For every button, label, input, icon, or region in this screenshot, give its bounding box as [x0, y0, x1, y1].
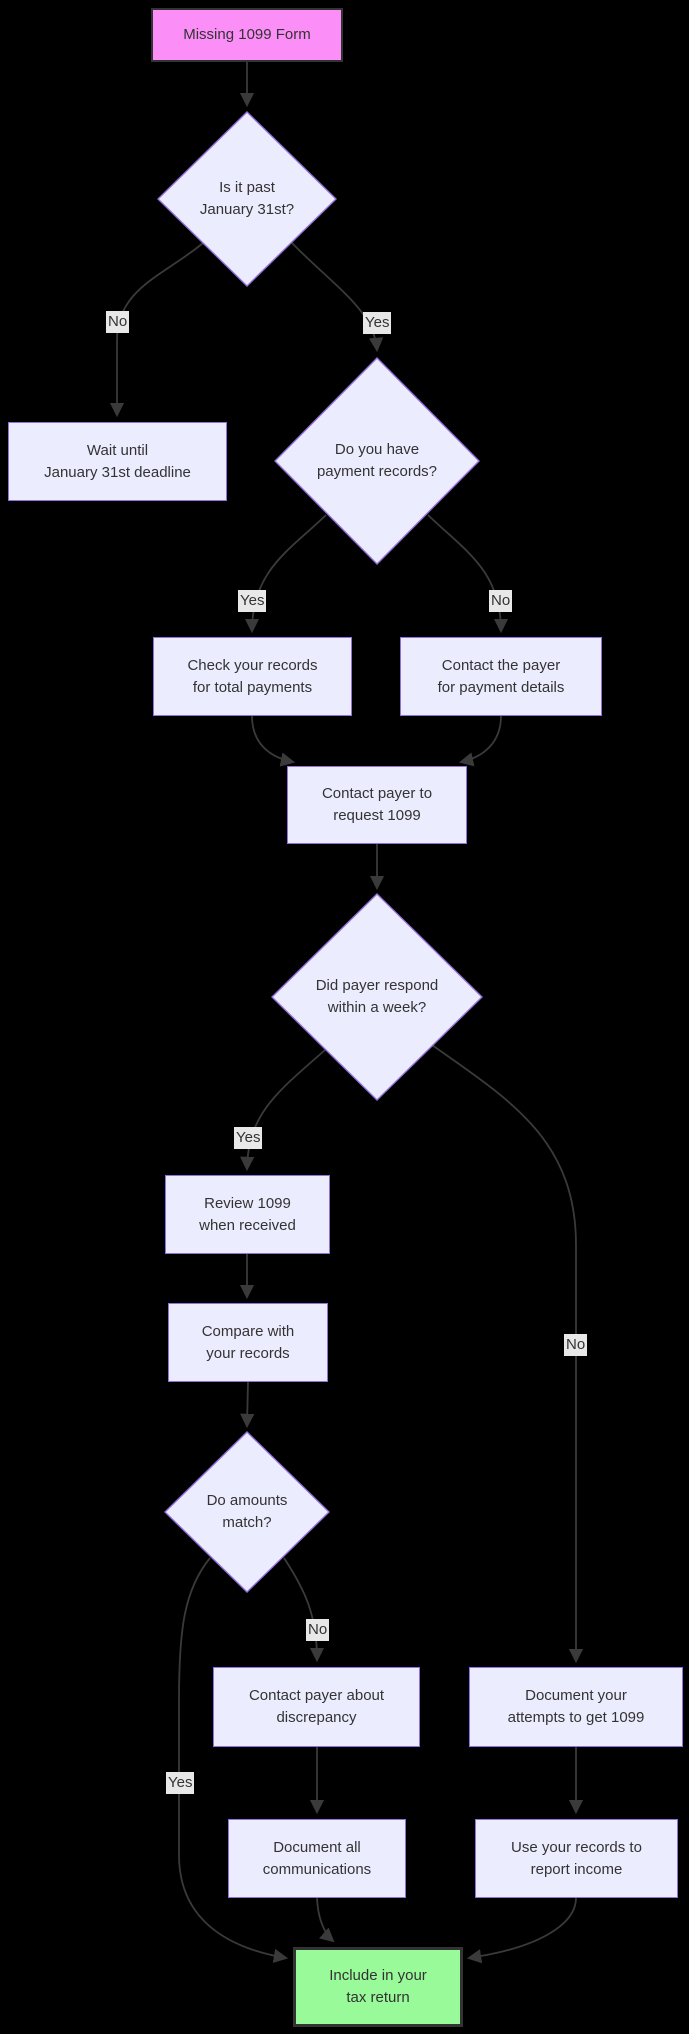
edge-b-to-c [109, 242, 204, 418]
node-wait-until-deadline: Wait until January 31st deadline [8, 422, 227, 501]
decision-label-amounts-match: Do amounts match? [206, 1492, 288, 1531]
edge-label-yes-h-to-i: Yes [234, 1127, 263, 1149]
node-use-records-report-income: Use your records to report income [475, 1819, 678, 1898]
node-document-attempts: Document your attempts to get 1099 [469, 1667, 683, 1747]
edge-b-to-d [291, 242, 384, 353]
node-label: Missing 1099 Form [183, 26, 311, 43]
node-label: Contact payer to request 1099 [321, 785, 433, 824]
edge-d-to-e [244, 514, 327, 634]
edge-o-to-p [466, 1897, 577, 1964]
edge-m-to-p [316, 1897, 335, 1943]
node-compare-with-records: Compare with your records [168, 1303, 328, 1382]
edge-k-to-l [283, 1557, 325, 1663]
edge-e-to-g [251, 715, 296, 767]
node-label: Compare with your records [201, 1322, 295, 1362]
decision-label-payer-respond: Did payer respond within a week? [315, 977, 439, 1016]
node-contact-payer-request-1099: Contact payer to request 1099 [287, 766, 467, 844]
node-label: Wait until January 31st deadline [44, 441, 191, 481]
node-label: Document all communications [262, 1838, 372, 1878]
edge-label-yes-b-to-d: Yes [363, 312, 392, 334]
edge-label-no-b-to-c: No [106, 311, 130, 333]
node-label: Review 1099 when received [199, 1194, 296, 1234]
edge-h-to-n [431, 1044, 584, 1664]
node-label: Include in your tax return [329, 1967, 427, 2006]
edge-label-no-k-to-l: No [306, 1619, 330, 1641]
edge-k-to-p [178, 1557, 289, 1964]
edge-h-to-i [240, 1049, 326, 1172]
node-document-communications: Document all communications [228, 1819, 406, 1898]
node-missing-1099-form: Missing 1099 Form [151, 8, 343, 62]
node-include-in-tax-return: Include in your tax return [293, 1947, 463, 2027]
node-check-your-records: Check your records for total payments [153, 637, 352, 716]
node-review-1099: Review 1099 when received [165, 1175, 330, 1254]
decision-label-past-january-31st: Is it past January 31st? [199, 179, 295, 218]
decision-past-january-31st [156, 111, 338, 287]
node-label: Use your records to report income [511, 1838, 642, 1878]
node-contact-payer-discrepancy: Contact payer about discrepancy [213, 1667, 420, 1747]
decision-amounts-match [163, 1431, 331, 1593]
edge-label-yes-d-to-e: Yes [238, 590, 267, 612]
edge-label-yes-k-to-p: Yes [166, 1772, 195, 1794]
node-label: Contact the payer for payment details [437, 656, 565, 696]
decision-label-have-payment-records: Do you have payment records? [316, 441, 438, 480]
node-label: Check your records for total payments [187, 656, 318, 696]
node-label: Contact payer about discrepancy [248, 1687, 385, 1726]
decision-have-payment-records [274, 357, 480, 565]
edge-label-no-h-to-n: No [564, 1334, 588, 1356]
edge-d-to-f [427, 514, 509, 634]
edge-f-to-g [458, 715, 502, 767]
node-contact-payer-for-details: Contact the payer for payment details [400, 637, 602, 716]
decision-payer-respond [271, 893, 483, 1101]
edge-label-no-d-to-f: No [489, 590, 513, 612]
edge-j-to-k [240, 1381, 255, 1429]
node-label: Document your attempts to get 1099 [507, 1687, 645, 1726]
